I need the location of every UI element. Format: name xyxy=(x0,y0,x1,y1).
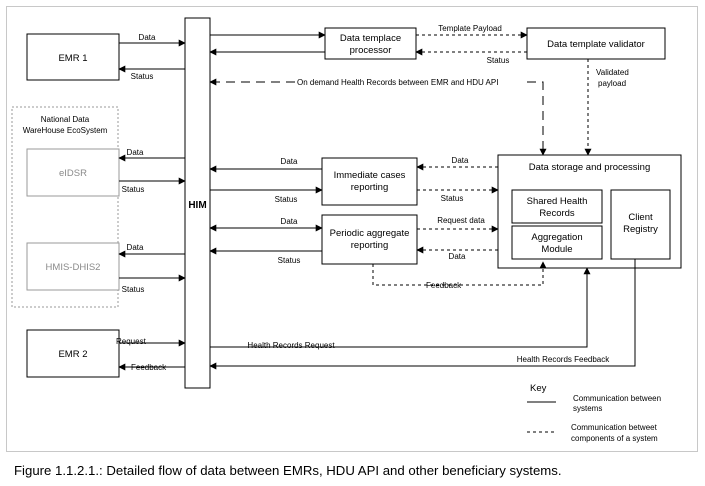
legend-solid-line1: Communication between xyxy=(573,394,661,403)
template-payload-label: Template Payload xyxy=(438,24,502,33)
shared-health-records-box xyxy=(511,189,603,224)
hr-request-label: Health Records Request xyxy=(247,341,335,350)
par-status-label: Status xyxy=(278,256,301,265)
dtv-status-label: Status xyxy=(487,56,510,65)
emr2-label: EMR 2 xyxy=(58,349,87,360)
immediate-cases-reporting-box xyxy=(321,157,418,206)
shr-label-line2: Records xyxy=(539,208,575,219)
data-template-processor-box xyxy=(324,27,417,60)
icr-label-line2: reporting xyxy=(351,182,389,193)
agg-label-line1: Aggregation xyxy=(531,232,582,243)
dtv-label: Data template validator xyxy=(547,39,645,50)
emr1-box xyxy=(26,33,120,81)
legend-dashed-line1: Communication betweet xyxy=(571,423,658,432)
eidsr-status-label: Status xyxy=(122,185,145,194)
client-registry-box xyxy=(610,189,671,260)
dtp-label-line1: Data templace xyxy=(340,33,401,44)
dtp-label-line2: processor xyxy=(350,45,392,56)
dsp-status-icr-label: Status xyxy=(441,194,464,203)
aggregation-module-box xyxy=(511,225,603,260)
dsp-data-par-label: Data xyxy=(449,252,466,261)
national-data-warehouse-ecosystem xyxy=(11,106,119,308)
arrow-health-records-feedback xyxy=(209,259,636,370)
shr-label-line1: Shared Health xyxy=(527,196,588,207)
feedback-loop-label: Feedback xyxy=(426,281,462,290)
icr-status-label: Status xyxy=(275,195,298,204)
ecosystem-title-line2: WareHouse EcoSystem xyxy=(23,126,108,135)
hmis-dhis2-box xyxy=(26,242,120,291)
hmis-data-label: Data xyxy=(127,243,144,252)
eidsr-box xyxy=(26,148,120,197)
eidsr-label: eIDSR xyxy=(59,168,87,179)
hmis-status-label: Status xyxy=(122,285,145,294)
legend-solid-line2: systems xyxy=(573,404,602,413)
figure-caption: Figure 1.1.2.1.: Detailed flow of data b… xyxy=(14,463,562,478)
legend: Key Communication between systems Commun… xyxy=(527,383,661,443)
emr2-request-label: Request xyxy=(116,337,147,346)
arrow-health-records-request xyxy=(210,267,591,348)
par-label-line2: reporting xyxy=(351,240,389,251)
figure-frame xyxy=(6,6,698,452)
emr1-data-label: Data xyxy=(139,33,156,42)
ecosystem-title-line1: National Data xyxy=(41,115,90,124)
cr-label-line1: Client xyxy=(628,212,653,223)
him-label: HIM xyxy=(188,200,206,211)
emr1-status-label: Status xyxy=(131,72,154,81)
on-demand-label: On demand Health Records between EMR and… xyxy=(297,78,498,87)
legend-title: Key xyxy=(530,383,547,394)
eidsr-data-label: Data xyxy=(127,148,144,157)
dsp-data-icr-label: Data xyxy=(452,156,469,165)
data-template-validator-box xyxy=(526,27,666,60)
validated-label-line2: payload xyxy=(598,79,626,88)
hr-feedback-label: Health Records Feedback xyxy=(517,355,610,364)
dsp-label: Data storage and processing xyxy=(529,162,650,173)
emr1-label: EMR 1 xyxy=(58,53,87,64)
periodic-aggregate-reporting-box xyxy=(321,214,418,265)
par-label-line1: Periodic aggregate xyxy=(330,228,410,239)
him-box xyxy=(184,17,211,389)
emr2-box xyxy=(26,329,120,378)
arrow-on-demand-right xyxy=(527,81,547,156)
agg-label-line2: Module xyxy=(541,244,572,255)
hmis-dhis2-label: HMIS-DHIS2 xyxy=(46,262,101,273)
icr-label-line1: Immediate cases xyxy=(334,170,406,181)
emr2-feedback-label: Feedback xyxy=(131,363,167,372)
validated-label-line1: Validated xyxy=(596,68,629,77)
par-data-label: Data xyxy=(281,217,298,226)
cr-label-line2: Registry xyxy=(623,224,658,235)
icr-data-label: Data xyxy=(281,157,298,166)
request-data-label: Request data xyxy=(437,216,485,225)
legend-dashed-line2: components of a system xyxy=(571,434,658,443)
